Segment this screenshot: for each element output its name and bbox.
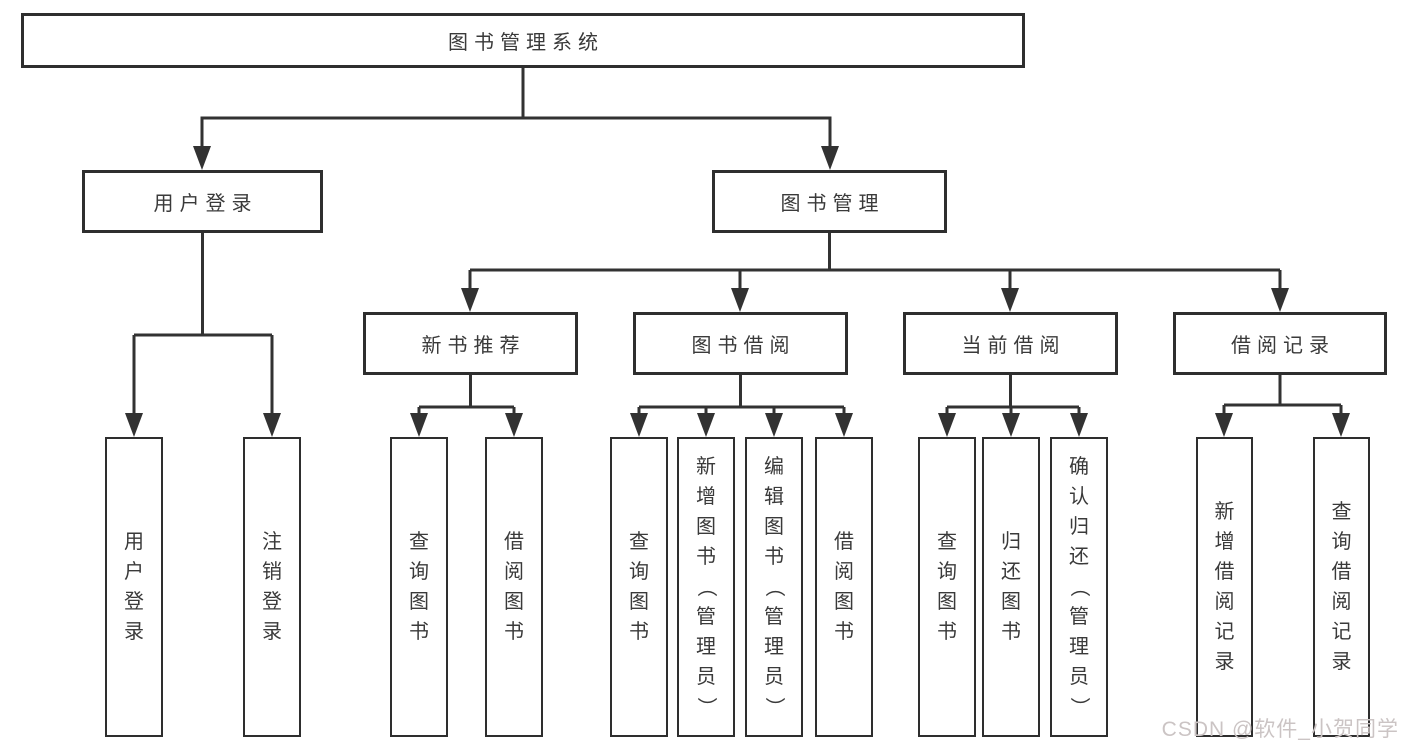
leaf-add-borrow-record: 新增借阅记录 <box>1196 437 1253 737</box>
leaf-query-books-recommend: 查询图书 <box>390 437 448 737</box>
arrow-down-icon <box>1001 288 1019 312</box>
leaf-confirm-return-admin: 确认归还（管理员） <box>1050 437 1108 737</box>
leaf-user-login: 用户登录 <box>105 437 163 737</box>
arrow-down-icon <box>1002 413 1020 437</box>
arrow-down-icon <box>125 413 143 437</box>
arrow-down-icon <box>461 288 479 312</box>
connector-records-split <box>1222 375 1343 433</box>
arrow-down-icon <box>765 413 783 437</box>
arrow-down-icon <box>410 413 428 437</box>
arrow-down-icon <box>1332 413 1350 437</box>
node-label: 用户登录 <box>124 531 144 643</box>
connector-book-management-split <box>468 233 1282 308</box>
node-borrowing-records: 借阅记录 <box>1173 312 1387 375</box>
node-label: 新增图书（管理员） <box>695 456 717 717</box>
node-label: 当前借阅 <box>961 335 1066 357</box>
node-book-borrowing: 图书借阅 <box>633 312 848 375</box>
leaf-query-borrow-record: 查询借阅记录 <box>1313 437 1370 737</box>
leaf-borrow-books-recommend: 借阅图书 <box>485 437 543 737</box>
node-new-book-recommendation: 新书推荐 <box>363 312 578 375</box>
arrow-down-icon <box>731 288 749 312</box>
node-label: 编辑图书（管理员） <box>763 456 785 717</box>
node-label: 借阅图书 <box>504 531 524 643</box>
node-label: 图书管理 <box>780 193 885 215</box>
node-label: 借阅记录 <box>1231 335 1335 357</box>
node-label: 用户登录 <box>153 193 258 215</box>
node-label: 查询图书 <box>937 531 957 643</box>
node-label: 确认归还（管理员） <box>1068 456 1090 717</box>
leaf-add-books-admin: 新增图书（管理员） <box>677 437 735 737</box>
arrow-down-icon <box>1271 288 1289 312</box>
connector-borrowing-split <box>637 375 846 433</box>
node-label: 新增借阅记录 <box>1214 501 1235 673</box>
node-book-management: 图书管理 <box>712 170 947 233</box>
arrow-down-icon <box>630 413 648 437</box>
arrow-down-icon <box>505 413 523 437</box>
leaf-edit-books-admin: 编辑图书（管理员） <box>745 437 803 737</box>
arrow-down-icon <box>821 146 839 170</box>
csdn-watermark: CSDN @软件_小贺同学 <box>1161 718 1399 741</box>
arrow-down-icon <box>697 413 715 437</box>
node-user-login: 用户登录 <box>82 170 323 233</box>
node-label: 注销登录 <box>262 531 282 643</box>
leaf-query-books-current: 查询图书 <box>918 437 976 737</box>
leaf-query-books-borrowing: 查询图书 <box>610 437 668 737</box>
node-label: 查询图书 <box>629 531 649 643</box>
leaf-logout-login: 注销登录 <box>243 437 301 737</box>
arrow-down-icon <box>1070 413 1088 437</box>
node-label: 新书推荐 <box>421 335 526 357</box>
connector-recommend-split <box>417 375 516 433</box>
leaf-borrow-books-borrowing: 借阅图书 <box>815 437 873 737</box>
connector-user-login-split <box>132 233 274 433</box>
connector-root-split <box>200 68 832 166</box>
arrow-down-icon <box>263 413 281 437</box>
node-label: 查询借阅记录 <box>1331 501 1352 673</box>
leaf-return-books: 归还图书 <box>982 437 1040 737</box>
arrow-down-icon <box>193 146 211 170</box>
arrow-down-icon <box>835 413 853 437</box>
node-current-borrowing: 当前借阅 <box>903 312 1118 375</box>
arrow-down-icon <box>938 413 956 437</box>
node-label: 查询图书 <box>409 531 429 643</box>
arrow-down-icon <box>1215 413 1233 437</box>
node-label: 借阅图书 <box>834 531 854 643</box>
arrowheads <box>125 146 1350 437</box>
node-library-system: 图书管理系统 <box>21 13 1025 68</box>
node-label: 图书管理系统 <box>448 32 604 54</box>
node-label: 归还图书 <box>1001 531 1021 643</box>
node-label: 图书借阅 <box>691 335 796 357</box>
